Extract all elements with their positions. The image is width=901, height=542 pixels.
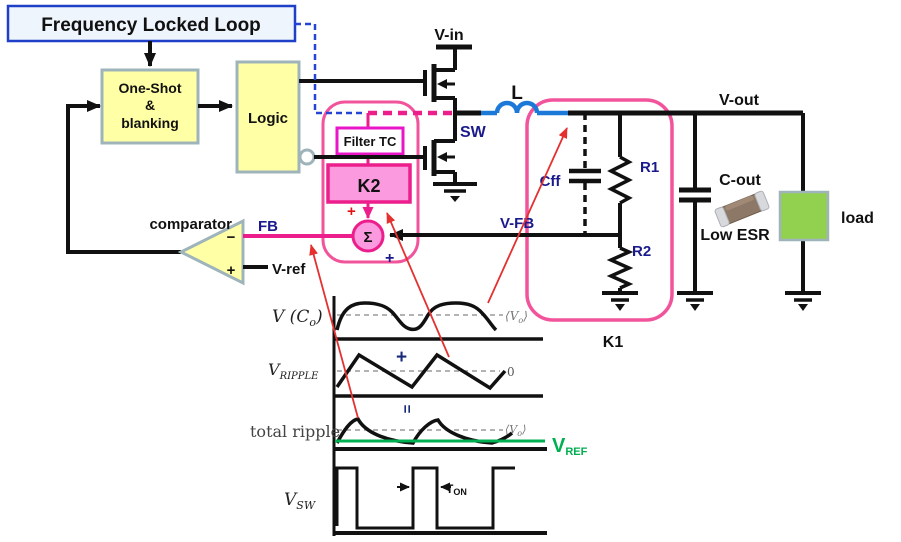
vsw-label: VSW xyxy=(284,490,317,512)
low-esr-label: Low ESR xyxy=(700,227,770,244)
ton-label: TON xyxy=(446,482,467,497)
sw-node-label: SW xyxy=(460,124,487,141)
logic-block: Logic xyxy=(235,60,301,174)
vin-label: V-in xyxy=(434,27,463,44)
vsw-waveform-panel: VSW TON xyxy=(284,466,547,535)
vco-average-label: ⟨Vo⟩ xyxy=(505,309,528,325)
comparator-label: comparator xyxy=(149,216,232,233)
vripple-label: VRIPPLE xyxy=(268,360,319,382)
r2-ground xyxy=(602,291,638,311)
k2-gain-block: K2 xyxy=(326,163,412,204)
sum-plus-bottom: + xyxy=(385,250,394,267)
ripple-injection-group-outline xyxy=(321,100,420,264)
inductor-label: L xyxy=(511,83,523,104)
filter-tc-label: Filter TC xyxy=(344,134,397,149)
load-block xyxy=(778,190,830,242)
r1-resistor xyxy=(607,113,633,237)
waveform-correspondence-arrows xyxy=(309,127,568,419)
sigma-symbol: Σ xyxy=(363,229,372,246)
vref-input-label: V-ref xyxy=(272,261,306,278)
vco-waveform-panel: V (Co) ⟨Vo⟩ xyxy=(272,301,543,341)
r2-resistor xyxy=(606,235,634,293)
k1-label: K1 xyxy=(603,334,624,351)
comparator-plus-input: + xyxy=(227,262,236,279)
cout-ground xyxy=(677,291,713,311)
vripple-waveform-panel: VRIPPLE 0 xyxy=(268,352,543,398)
fll-title: Frequency Locked Loop xyxy=(41,15,261,36)
vfb-label: V-FB xyxy=(500,215,534,232)
load-label: load xyxy=(841,210,874,227)
r1-label: R1 xyxy=(640,159,659,176)
sum-plus-top: + xyxy=(347,203,356,220)
inductor xyxy=(481,100,569,116)
comparator: comparator − + xyxy=(149,216,245,286)
comparator-minus-input: − xyxy=(227,229,236,246)
cout-label: C-out xyxy=(719,172,761,189)
logic-label: Logic xyxy=(248,110,288,127)
waveform-equals-sign: = xyxy=(398,405,415,414)
load-ground xyxy=(785,291,821,311)
waveform-plus-sign: + xyxy=(396,347,407,368)
total-ripple-average-label: ⟨Vo⟩ xyxy=(505,423,526,438)
total-ripple-label: total ripple xyxy=(250,422,340,441)
cout-capacitor xyxy=(679,113,711,293)
fll-title-box: Frequency Locked Loop xyxy=(6,4,297,43)
one-shot-blanking-block: One-Shot & blanking xyxy=(100,68,200,145)
fll-dashed-link xyxy=(295,22,366,115)
one-shot-label-line2: & xyxy=(145,97,155,113)
vco-to-cff-node-arrow xyxy=(487,127,568,304)
k2-label: K2 xyxy=(357,176,380,196)
fb-label: FB xyxy=(258,218,278,235)
ceramic-capacitor-photo xyxy=(714,190,770,228)
low-side-mosfet xyxy=(298,113,457,183)
vco-label: V (Co) xyxy=(272,307,323,329)
loop-feedback-wire xyxy=(66,104,181,254)
filter-tc-block: Filter TC xyxy=(335,126,405,156)
one-shot-label-line3: blanking xyxy=(121,115,179,131)
vref-level-label: VREF xyxy=(552,435,588,458)
high-side-mosfet xyxy=(299,44,472,115)
cff-capacitor xyxy=(569,113,601,235)
totalripple-to-fb-arrow xyxy=(309,244,359,419)
k1-divider-group-outline xyxy=(525,98,674,322)
low-side-ground xyxy=(433,182,477,202)
summing-node: Σ xyxy=(351,219,385,253)
total-ripple-waveform-panel: total ripple ⟨Vo⟩ VREF xyxy=(250,417,588,458)
vout-label: V-out xyxy=(719,92,760,109)
vripple-to-sum-arrow xyxy=(386,212,450,358)
ton-annotation: TON xyxy=(397,482,467,497)
one-shot-label-line1: One-Shot xyxy=(119,80,182,96)
vripple-zero-label: 0 xyxy=(507,365,515,379)
r2-label: R2 xyxy=(632,243,651,260)
